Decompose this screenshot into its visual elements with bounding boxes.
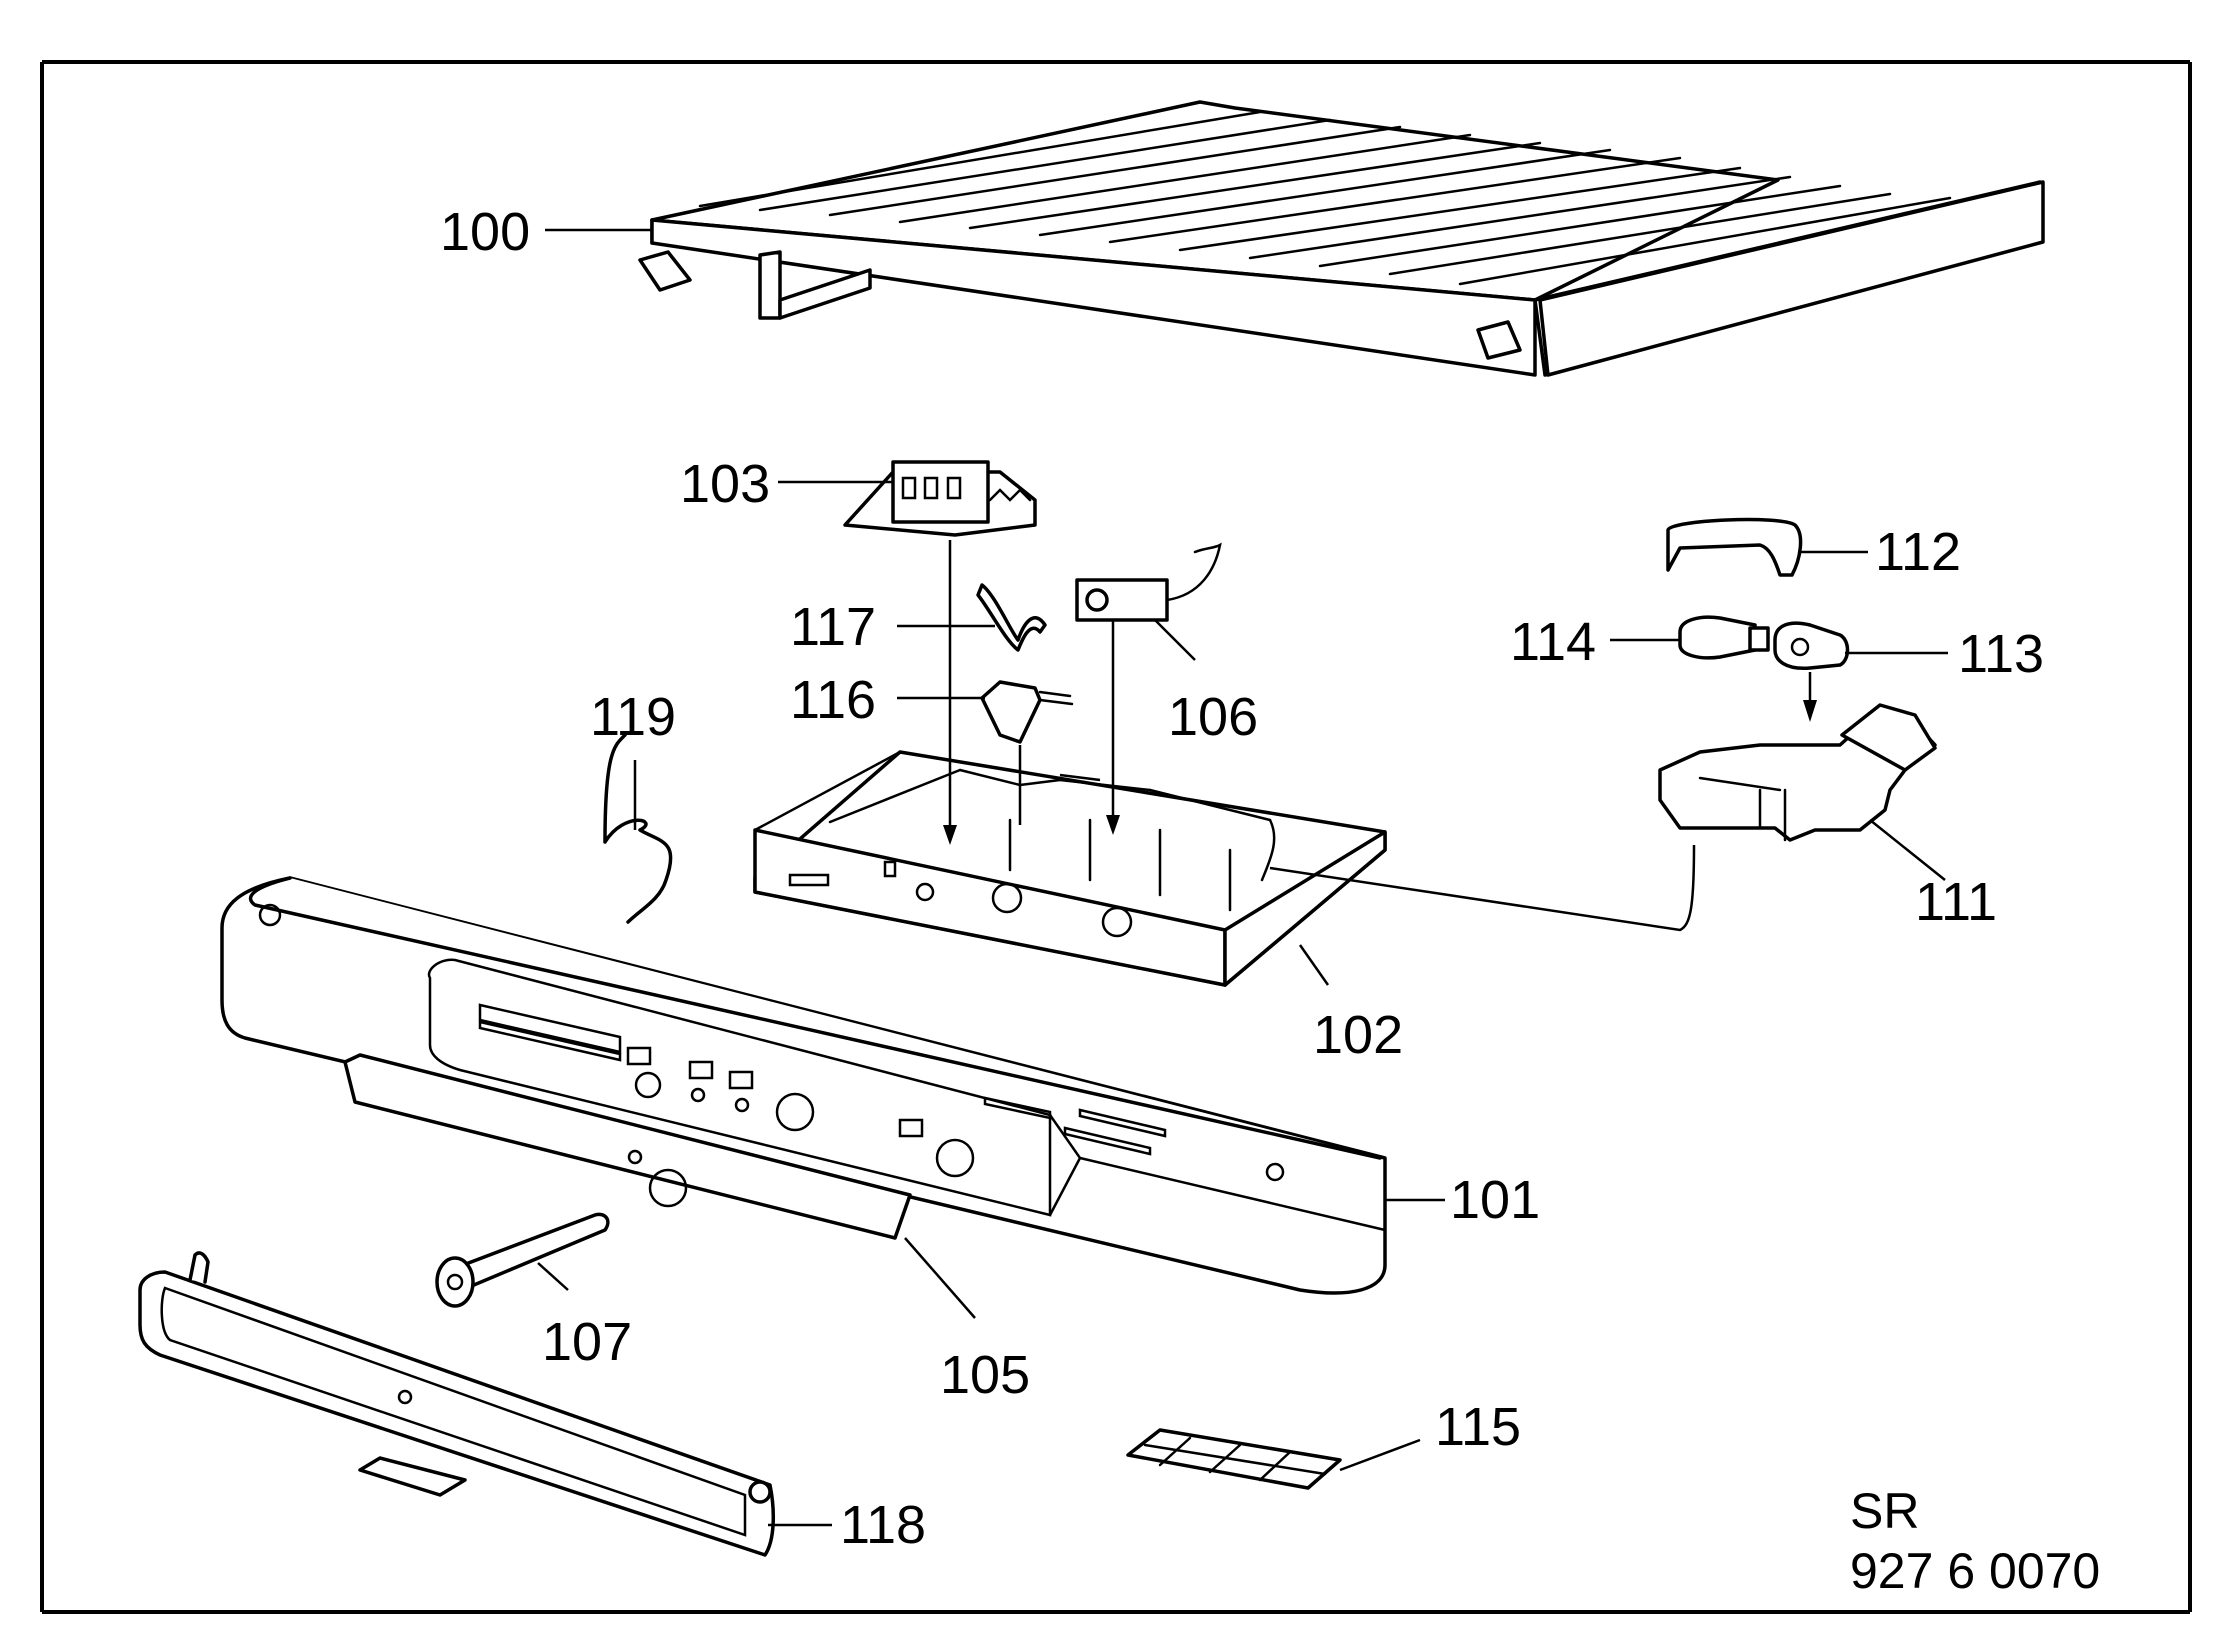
callout-118: 118: [840, 1495, 926, 1555]
callout-111: 111: [1915, 872, 1997, 932]
part-119-wire: [603, 733, 673, 924]
part-114-bulb: [1678, 615, 1770, 660]
callout-114: 114: [1510, 612, 1596, 672]
callout-115: 115: [1435, 1397, 1521, 1457]
callout-105: 105: [940, 1345, 1030, 1405]
callout-100: 100: [440, 202, 530, 262]
part-107-spindle: [435, 1212, 610, 1308]
callout-107: 107: [542, 1312, 632, 1372]
callout-102: 102: [1313, 1005, 1403, 1065]
part-112-lamp-cover: [1666, 517, 1803, 577]
callout-103: 103: [680, 454, 770, 514]
wire-102-111: [1269, 844, 1696, 932]
callout-112: 112: [1875, 522, 1961, 582]
part-103-terminal-block: [843, 460, 1037, 537]
callout-106: 106: [1168, 687, 1258, 747]
callout-117: 117: [790, 597, 876, 657]
part-106-switch: [1075, 542, 1222, 622]
callout-113: 113: [1958, 624, 2044, 684]
part-115-filter: [1126, 1428, 1342, 1490]
leader-lines: [537, 228, 1948, 1527]
part-102-box: [753, 750, 1387, 987]
assembly-arrows: [943, 540, 1817, 845]
callout-116: 116: [790, 670, 876, 730]
part-101-control-panel: [220, 876, 1387, 1295]
part-105-trim-strip: [343, 1053, 912, 1240]
part-100-shelf: [638, 100, 2045, 377]
drawing-number: 927 6 0070: [1850, 1543, 2100, 1599]
callout-101: 101: [1450, 1170, 1540, 1230]
part-113-lamp-holder: [1773, 621, 1850, 670]
callout-labels: 100 101 102 103 105 106 107 111 112 113 …: [440, 202, 2044, 1555]
drawing-code-sr: SR: [1850, 1483, 1919, 1539]
drawing-code: SR 927 6 0070: [1850, 1483, 2100, 1599]
callout-119: 119: [590, 687, 676, 747]
diagram-frame: [40, 60, 2192, 1614]
part-116-bracket: [980, 680, 1074, 744]
part-111-lamp-housing: [1658, 703, 1937, 842]
part-117-clip: [976, 583, 1047, 652]
part-118-lower-panel: [138, 1251, 776, 1557]
